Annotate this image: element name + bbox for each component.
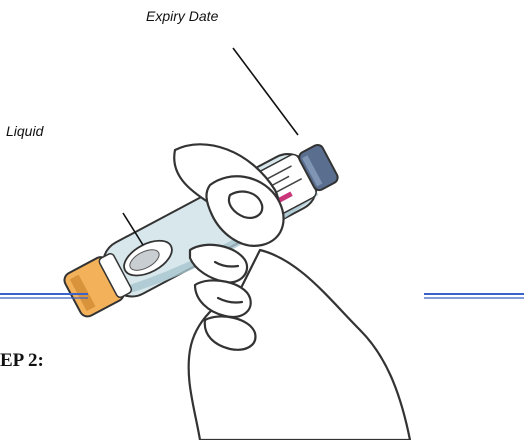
liquid-label: Liquid bbox=[6, 123, 43, 139]
step-heading: EP 2: bbox=[0, 350, 44, 372]
divider-rule-left bbox=[0, 292, 88, 300]
divider-rule-right bbox=[424, 292, 524, 300]
expiry-date-label: Expiry Date bbox=[146, 8, 218, 24]
